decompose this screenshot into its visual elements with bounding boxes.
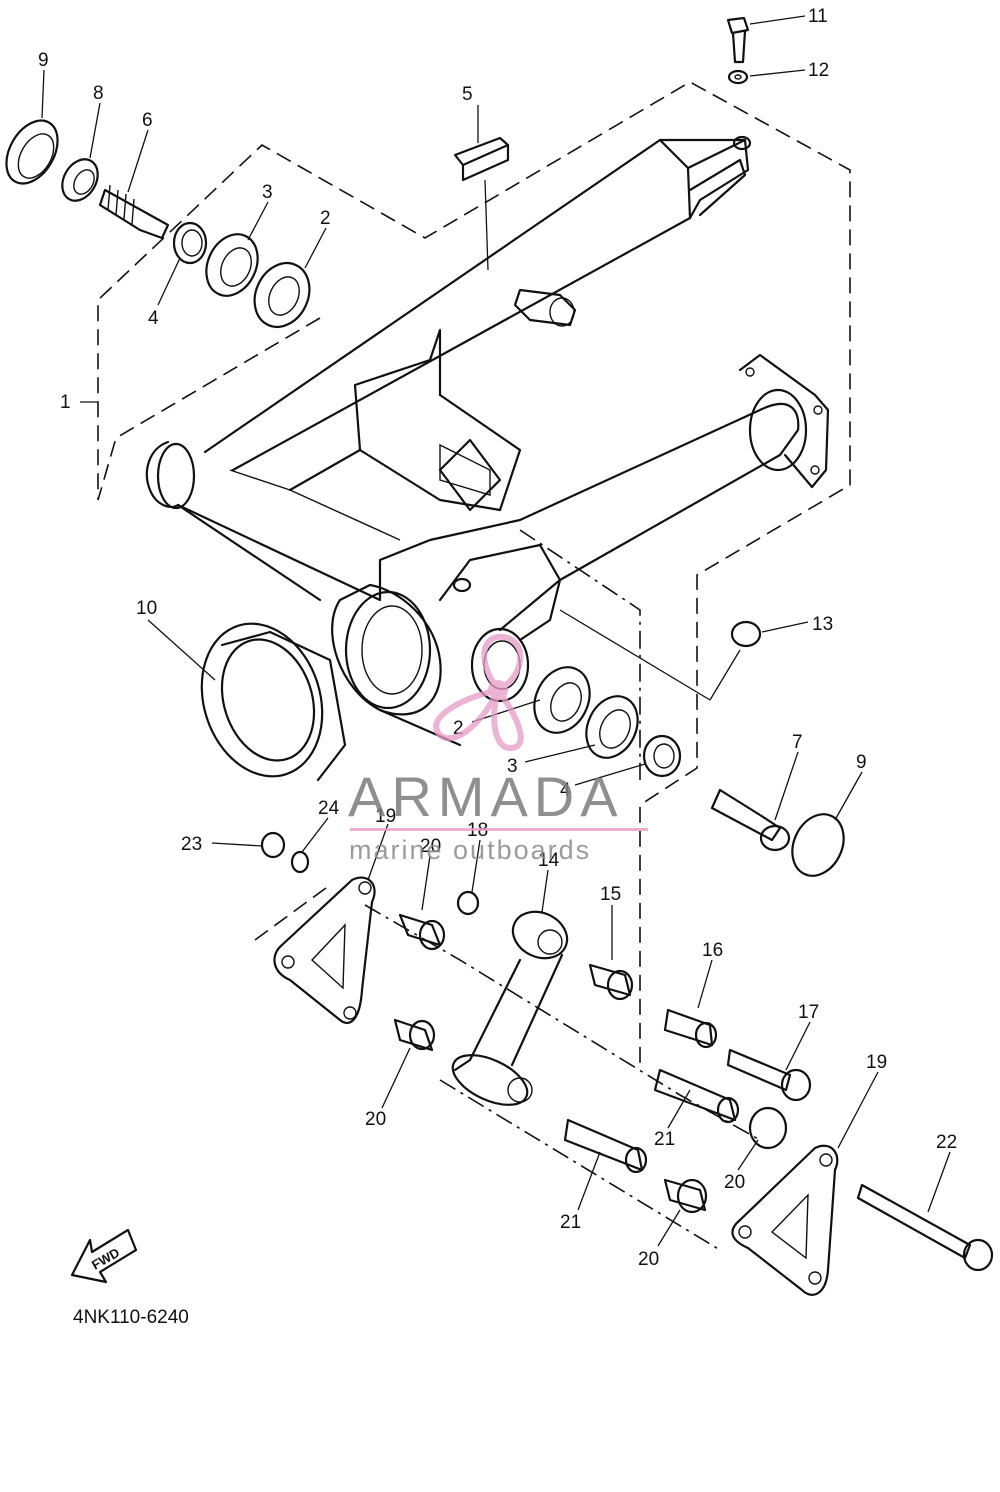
fwd-arrow-icon: FWD xyxy=(70,1228,138,1284)
callout-3-lower: 3 xyxy=(507,756,518,777)
part-12-washer xyxy=(727,69,749,85)
part-code: 4NK110-6240 xyxy=(73,1307,189,1328)
callout-2-lower: 2 xyxy=(453,718,464,739)
part-19-arm-right xyxy=(731,1144,839,1296)
part-5-cover xyxy=(453,136,510,271)
part-9-oil-seal xyxy=(5,119,59,185)
part-21-spacer-a xyxy=(653,1068,740,1124)
callout-11: 11 xyxy=(808,6,828,27)
part-19-arm-left xyxy=(273,876,376,1024)
callout-6: 6 xyxy=(142,110,153,131)
callout-21-a: 21 xyxy=(654,1129,675,1150)
callout-8: 8 xyxy=(93,83,104,104)
callout-9-lower: 9 xyxy=(856,752,867,773)
centerline-rear xyxy=(519,529,641,780)
part-2-bearing xyxy=(253,262,311,328)
assembly-boundary-line xyxy=(97,81,851,1070)
callout-21-b: 21 xyxy=(560,1212,581,1233)
part-7-pivot-bolt xyxy=(710,788,791,852)
callout-5: 5 xyxy=(462,84,473,105)
callout-7: 7 xyxy=(792,732,803,753)
callout-12: 12 xyxy=(808,60,829,81)
part-22-long-bolt xyxy=(856,1183,994,1272)
part-8-nut xyxy=(61,158,99,202)
callout-20-a: 20 xyxy=(420,836,441,857)
callout-19-right: 19 xyxy=(866,1052,887,1073)
part-11-bolt xyxy=(726,16,750,64)
part-13-cap xyxy=(559,609,762,701)
part-2-bearing-lower xyxy=(533,666,591,734)
part-4-collar xyxy=(172,221,208,265)
part-3-bearing-lower xyxy=(585,695,639,759)
watermark-divider xyxy=(350,828,648,831)
part-9-cap-lower xyxy=(791,813,845,877)
watermark-tagline: marine outboards xyxy=(349,835,592,865)
part-16-spacer xyxy=(663,1008,718,1049)
part-20-bushing-c xyxy=(748,1106,788,1150)
callout-4: 4 xyxy=(148,308,159,329)
part-24-washer xyxy=(290,850,310,874)
callout-14: 14 xyxy=(538,850,560,871)
callout-2: 2 xyxy=(320,208,331,229)
part-20-bushing-d xyxy=(663,1178,708,1214)
part-3-bearing xyxy=(205,233,259,297)
callout-17: 17 xyxy=(798,1002,819,1023)
assembly-boundary-line-2 xyxy=(254,884,331,941)
swingarm xyxy=(145,135,830,747)
part-6-pivot-shaft xyxy=(98,184,170,240)
watermark-brand: ARMADA xyxy=(348,765,624,828)
part-17-bolt xyxy=(726,1048,812,1102)
part-18-nut xyxy=(456,890,480,916)
callout-19: 19 xyxy=(375,806,396,827)
part-10-cover xyxy=(200,622,347,782)
callout-13: 13 xyxy=(812,614,833,635)
callout-20-c: 20 xyxy=(724,1172,745,1193)
callout-10: 10 xyxy=(136,598,157,619)
part-14-connecting-rod xyxy=(451,910,569,1106)
callout-24: 24 xyxy=(318,798,340,819)
part-20-bushing-b xyxy=(393,1018,436,1052)
part-4-collar-lower xyxy=(642,734,682,778)
callout-9: 9 xyxy=(38,50,49,71)
part-23-nut xyxy=(260,831,286,859)
part-20-bushing-a xyxy=(398,913,446,951)
part-21-spacer-b xyxy=(563,1118,648,1174)
callout-3: 3 xyxy=(262,182,273,203)
callout-20-b: 20 xyxy=(365,1109,386,1130)
callout-20-d: 20 xyxy=(638,1249,659,1270)
callout-15: 15 xyxy=(600,884,621,905)
callout-1: 1 xyxy=(60,392,71,413)
part-15-spacer xyxy=(588,963,634,1001)
callout-23: 23 xyxy=(181,834,202,855)
callout-22: 22 xyxy=(936,1132,957,1153)
callout-4-lower: 4 xyxy=(560,780,571,801)
callout-16: 16 xyxy=(702,940,723,961)
propeller-logo-icon xyxy=(433,633,524,752)
